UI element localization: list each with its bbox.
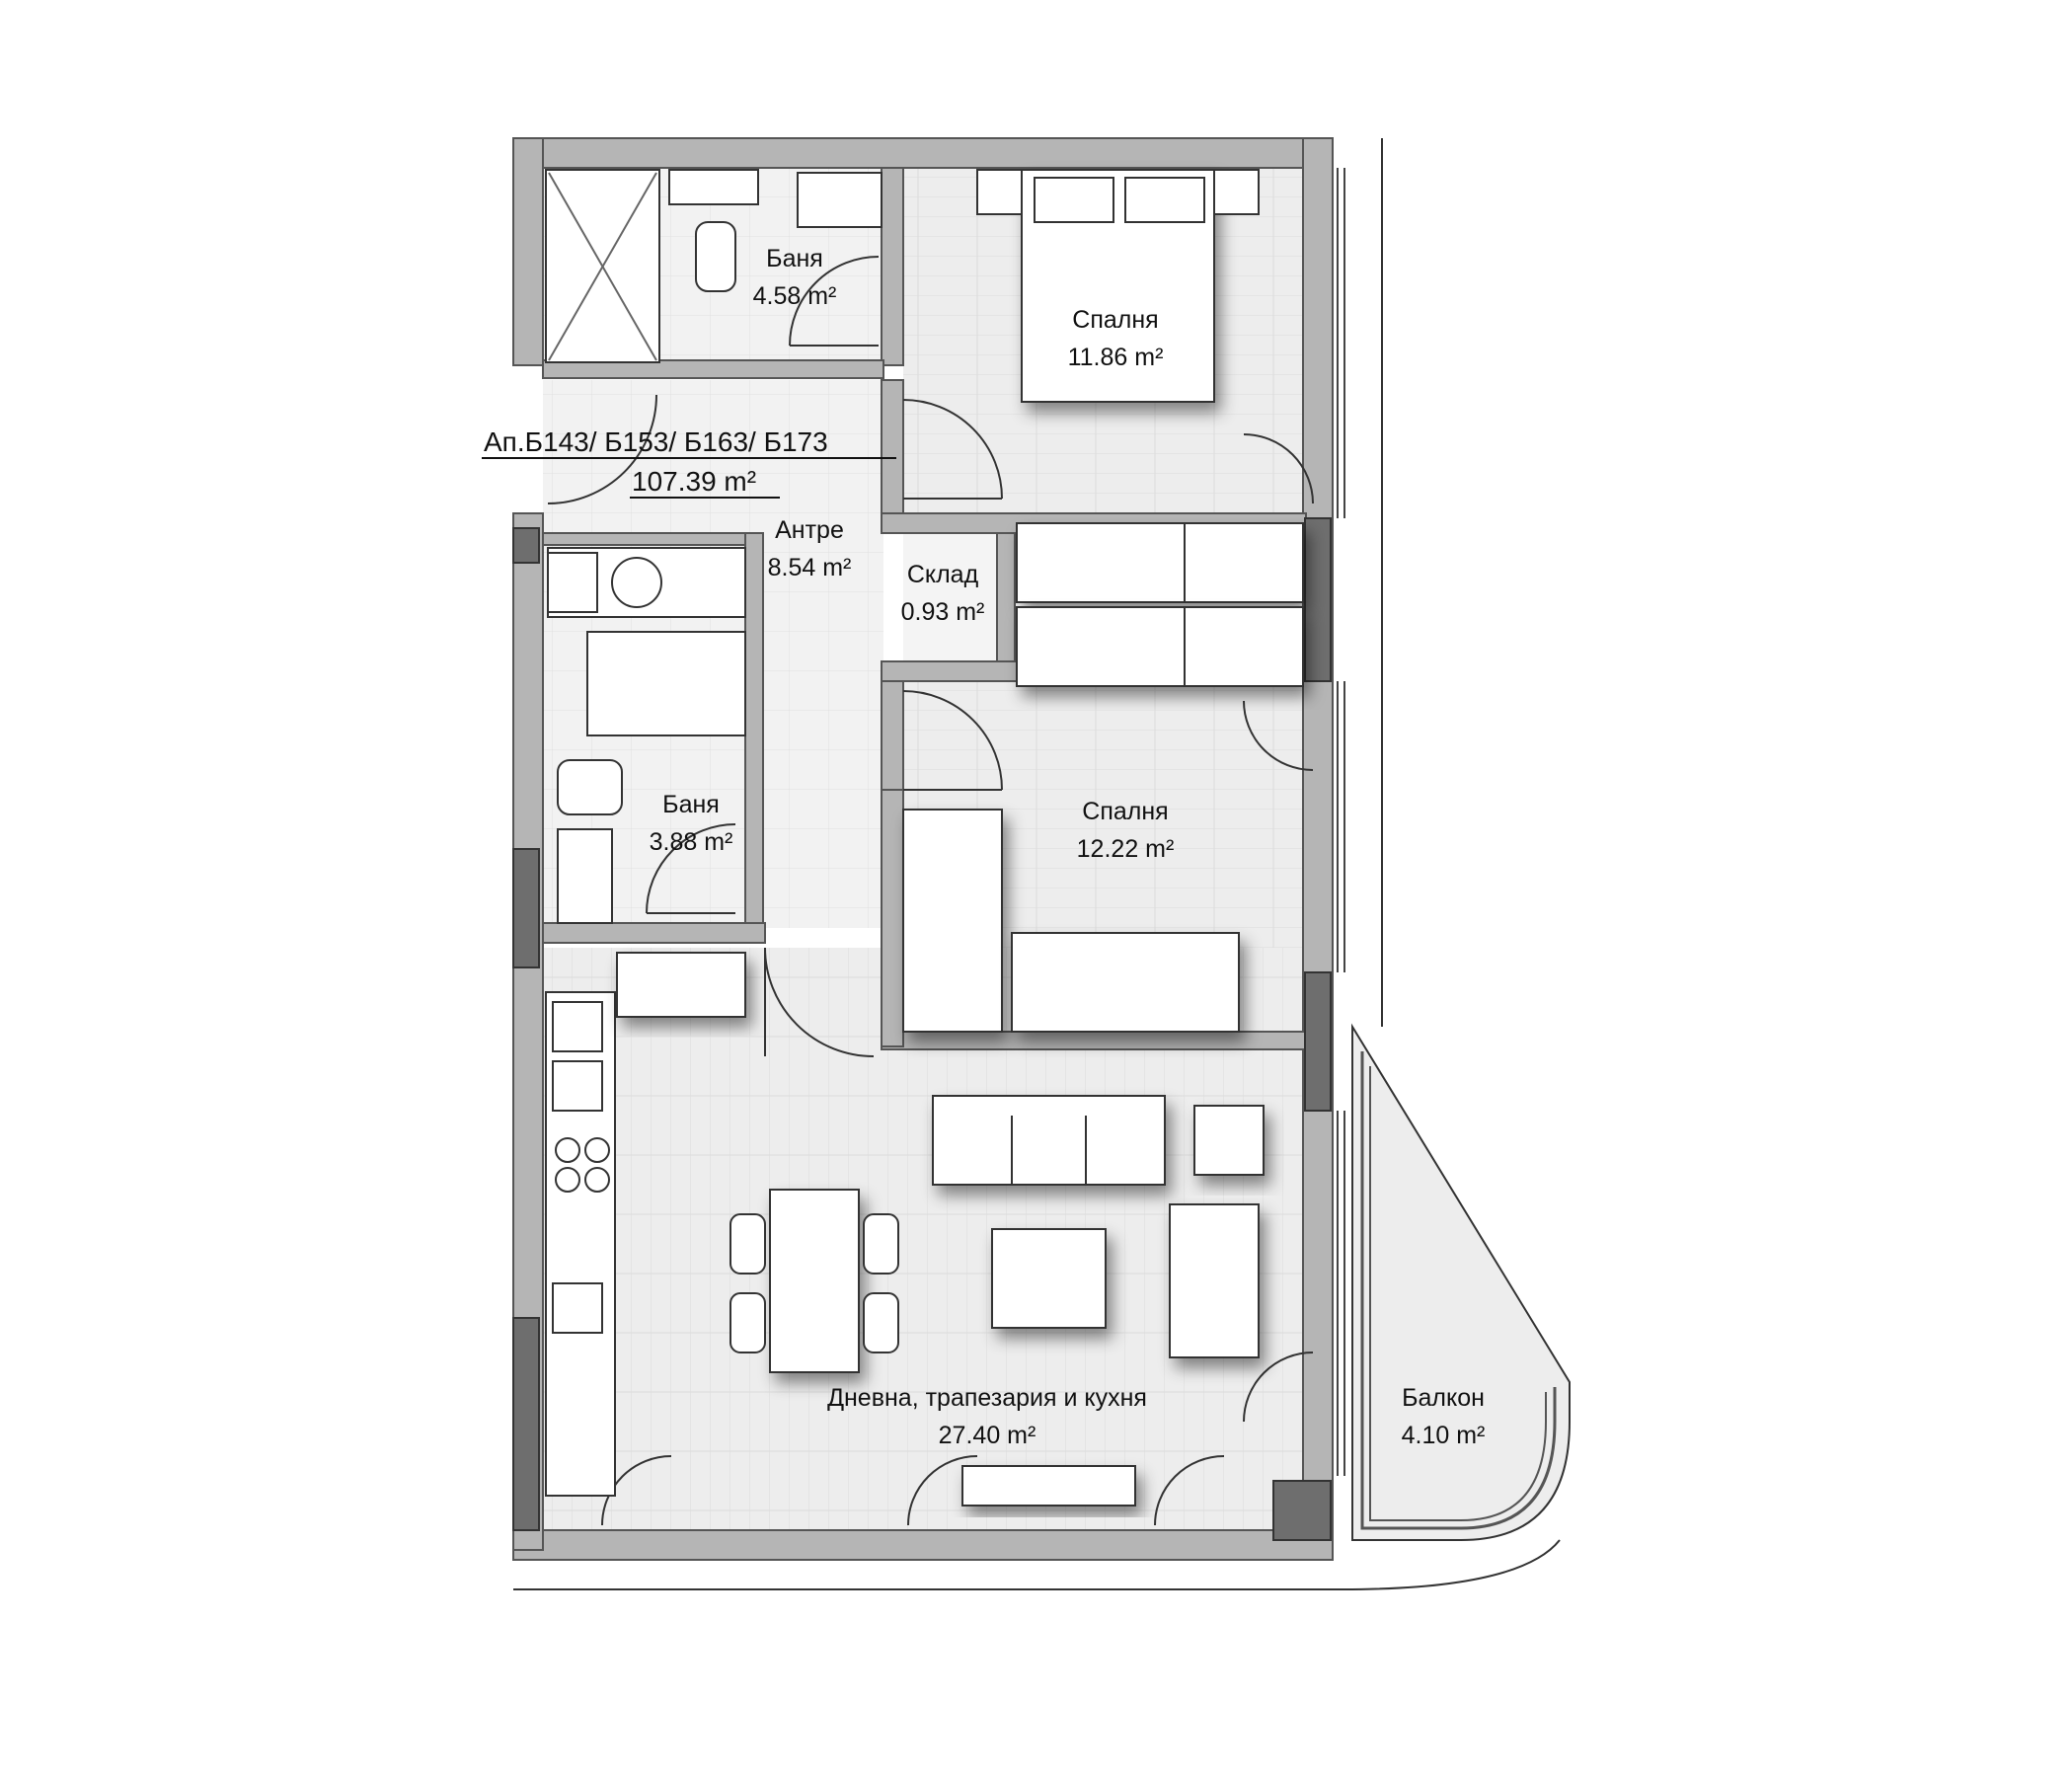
bathtub-fixture [668,169,759,205]
sofa [932,1095,1166,1186]
kitchen-counter [545,991,616,1497]
bath-mid-name: Баня [662,791,720,818]
door-bath-top [789,256,880,347]
wall-bath-top-bottom [542,359,884,379]
wall-right [1302,137,1334,1551]
chair-2 [729,1292,766,1353]
armchair-small [1193,1105,1265,1176]
shower-mid [586,631,746,736]
wall-hall-right-1 [881,379,904,514]
wall-left-1 [512,137,544,366]
bedroom-mid-name: Спалня [1082,798,1168,825]
nightstand-top-right [1213,169,1260,215]
wall-bedroom-mid-bottom [881,1031,1307,1050]
doors [547,256,1314,1526]
balcony [1351,1023,1571,1541]
toilet-mid [557,759,623,815]
hall-name: Антре [775,516,844,544]
chair-1 [729,1213,766,1275]
living-area: 27.40 m² [939,1422,1036,1449]
storage-name: Склад [907,561,979,588]
sink-top [797,172,883,228]
dining-table [769,1189,860,1373]
door-bath-mid [646,823,736,914]
nightstand-top-left [976,169,1023,215]
bath-mid-area: 3.88 m² [650,828,733,856]
windows-right [1337,168,1345,1476]
furniture [545,169,1304,1507]
door-living [764,947,875,1057]
apartment-title: Ап.Б143/ Б153/ Б163/ Б173 [484,426,828,457]
building-outline [513,138,1561,1590]
wall-top [512,137,1334,169]
columns [512,517,1332,1541]
door-bedroom-top [902,399,1003,500]
bedroom-top-name: Спалня [1072,306,1158,334]
walls [512,137,1334,1561]
bed-top [1021,169,1215,403]
shower-top [545,169,660,363]
washer-drum [611,557,662,608]
bed-mid-right [1011,932,1240,1033]
wall-bedroom-mid-left [881,789,904,1047]
wall-bath-mid-right [744,532,764,929]
bed-mid-left [902,809,1003,1033]
coffee-table [991,1228,1107,1329]
balcony-area: 4.10 m² [1402,1422,1486,1449]
storage-area: 0.93 m² [901,598,985,626]
storage-floor [903,533,1002,661]
column-1 [1304,517,1332,682]
wall-storage-right [996,532,1016,662]
wall-bath-top-right [881,167,904,366]
wall-bottom [512,1529,1334,1561]
toilet-top [695,221,736,292]
wall-bath-mid-top [542,532,751,546]
balcony-name: Балкон [1402,1384,1485,1412]
chair-4 [863,1292,899,1353]
boiler [547,552,598,613]
column-3 [1272,1480,1332,1541]
wardrobe-top [1016,522,1304,603]
kitchen-upper [616,952,746,1018]
tv-unit [961,1465,1136,1507]
chair-3 [863,1213,899,1275]
labels: Ап.Б143/ Б153/ Б163/ Б173 107.39 m² Баня… [482,245,1485,1449]
armchair-side [1169,1203,1260,1358]
door-bedroom-mid [902,690,1003,791]
bedroom-top-area: 11.86 m² [1068,344,1164,371]
wardrobe-bottom [1016,606,1304,687]
wall-bath-mid-bottom [542,922,766,944]
sink-mid [557,828,613,924]
hall-area: 8.54 m² [768,554,852,581]
living-name: Дневна, трапезария и кухня [827,1384,1147,1412]
bath-top-area: 4.58 m² [753,282,837,310]
column-2 [1304,971,1332,1112]
column-4 [512,848,540,968]
column-5 [512,1317,540,1531]
bath-top-name: Баня [766,245,823,272]
apartment-area: 107.39 m² [632,466,756,497]
door-entry [547,394,657,504]
column-6 [512,527,540,564]
bedroom-mid-area: 12.22 m² [1077,835,1175,863]
